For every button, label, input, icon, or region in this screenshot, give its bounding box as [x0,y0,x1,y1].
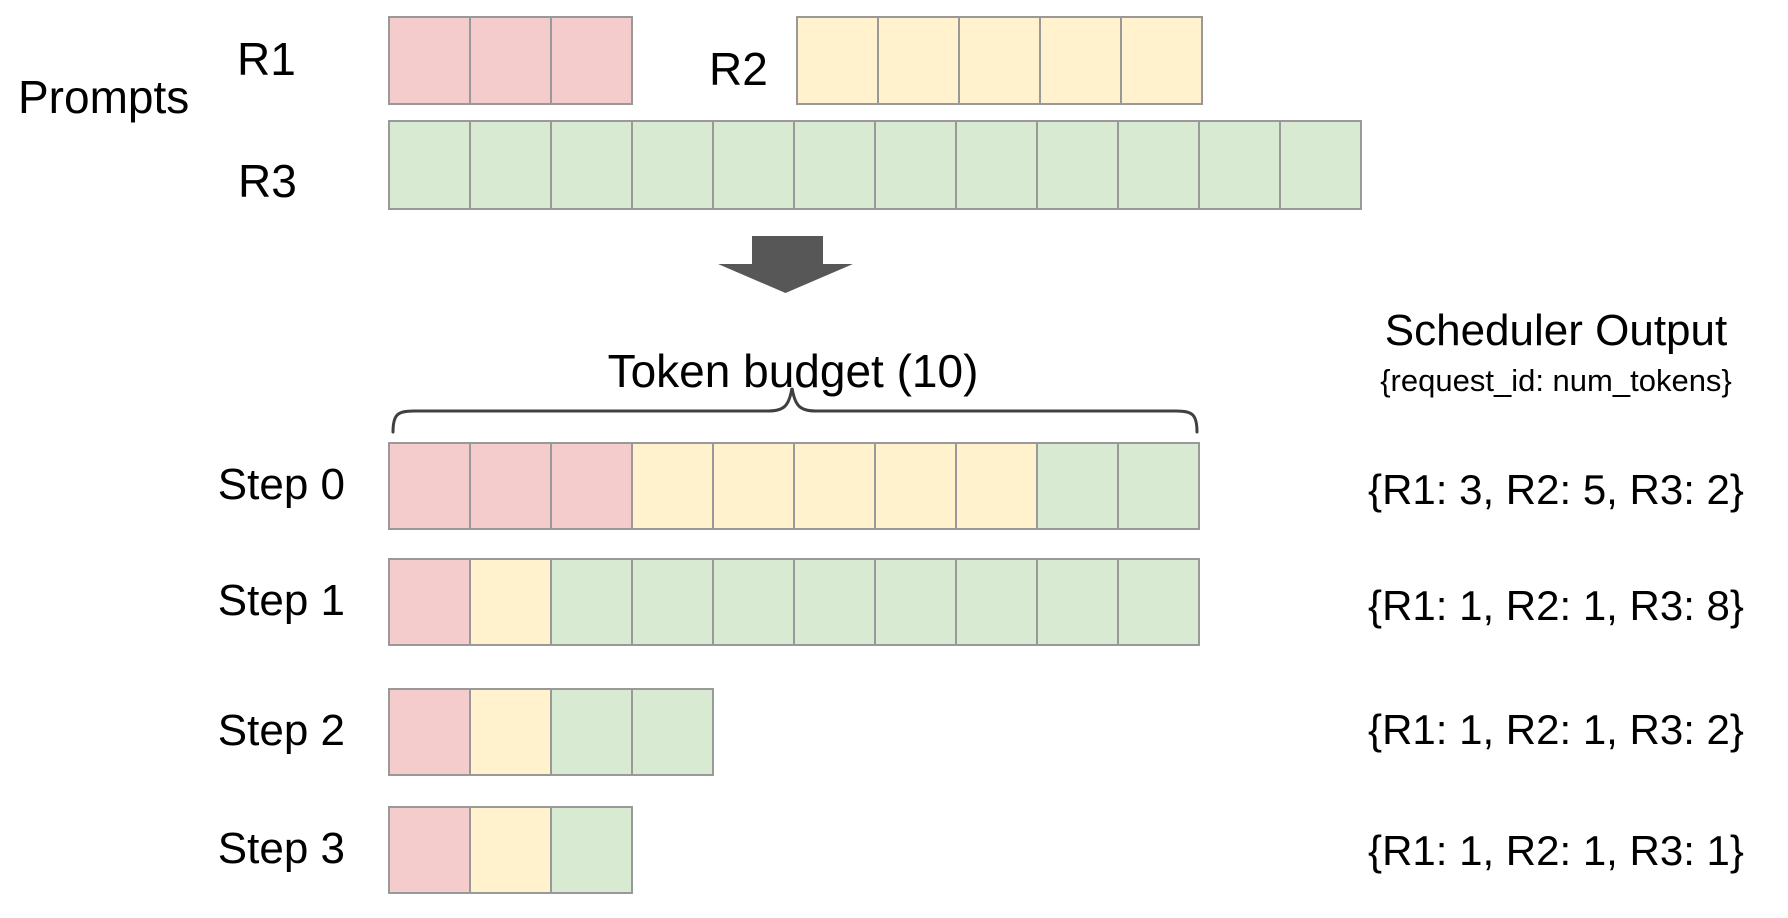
token-cell-r2 [1120,16,1203,105]
token-cell-r3 [874,558,957,646]
token-cell-r2 [793,442,876,530]
token-cell-r2 [469,688,552,776]
token-cell-r1 [388,442,471,530]
step-3-label: Step 3 [217,824,345,873]
token-cell-r3 [1117,442,1200,530]
scheduler-output-title: Scheduler Output [1384,306,1728,355]
token-cell-r1 [550,442,633,530]
step-3-output: {R1: 1, R2: 1, R3: 1} [1368,827,1744,874]
token-cell-r3 [550,806,633,894]
token-cell-r1 [388,16,471,105]
token-cell-r3 [793,558,876,646]
token-cell-r3 [793,120,876,210]
token-cell-r3 [712,558,795,646]
token-cell-r3 [955,558,1038,646]
token-cell-r3 [631,688,714,776]
step-2-row [388,688,714,776]
token-cell-r3 [550,558,633,646]
step-0-output: {R1: 3, R2: 5, R3: 2} [1368,466,1744,513]
token-cell-r3 [1117,120,1200,210]
token-cell-r3 [1036,442,1119,530]
token-cell-r3 [955,120,1038,210]
step-0-label: Step 0 [217,460,345,509]
token-cell-r3 [1279,120,1362,210]
brace-icon [391,387,1199,434]
token-cell-r3 [550,120,633,210]
step-0-row [388,442,1200,530]
down-arrow-icon [718,236,853,293]
scheduler-output-subtitle: {request_id: num_tokens} [1380,363,1732,398]
token-cell-r2 [469,558,552,646]
step-3-row [388,806,633,894]
token-cell-r3 [712,120,795,210]
token-cell-r3 [1036,558,1119,646]
token-cell-r3 [1198,120,1281,210]
request-r2-label: R2 [709,43,768,95]
token-cell-r3 [1036,120,1119,210]
token-cell-r3 [631,120,714,210]
token-cell-r2 [958,16,1041,105]
token-cell-r3 [631,558,714,646]
step-1-output: {R1: 1, R2: 1, R3: 8} [1368,582,1744,629]
token-cell-r1 [388,688,471,776]
token-cell-r3 [388,120,471,210]
token-cell-r2 [1039,16,1122,105]
prompt-row-r1 [388,16,633,105]
token-cell-r3 [874,120,957,210]
token-cell-r3 [550,688,633,776]
request-r3-label: R3 [238,155,297,207]
step-2-label: Step 2 [217,706,345,755]
brace-path [391,387,1199,434]
token-cell-r1 [388,558,471,646]
prompt-row-r3 [388,120,1362,210]
step-2-output: {R1: 1, R2: 1, R3: 2} [1368,706,1744,753]
token-cell-r1 [550,16,633,105]
token-cell-r2 [877,16,960,105]
token-cell-r3 [469,120,552,210]
token-cell-r3 [1117,558,1200,646]
token-cell-r2 [712,442,795,530]
token-cell-r2 [631,442,714,530]
step-1-label: Step 1 [217,576,345,625]
token-cell-r2 [796,16,879,105]
request-r1-label: R1 [237,33,296,85]
step-1-row [388,558,1200,646]
down-arrow-shape [718,236,853,293]
token-cell-r1 [469,16,552,105]
prompt-row-r2 [796,16,1203,105]
token-cell-r1 [469,442,552,530]
prompts-label: Prompts [18,71,190,123]
token-cell-r1 [388,806,471,894]
token-cell-r2 [955,442,1038,530]
token-cell-r2 [874,442,957,530]
token-cell-r2 [469,806,552,894]
